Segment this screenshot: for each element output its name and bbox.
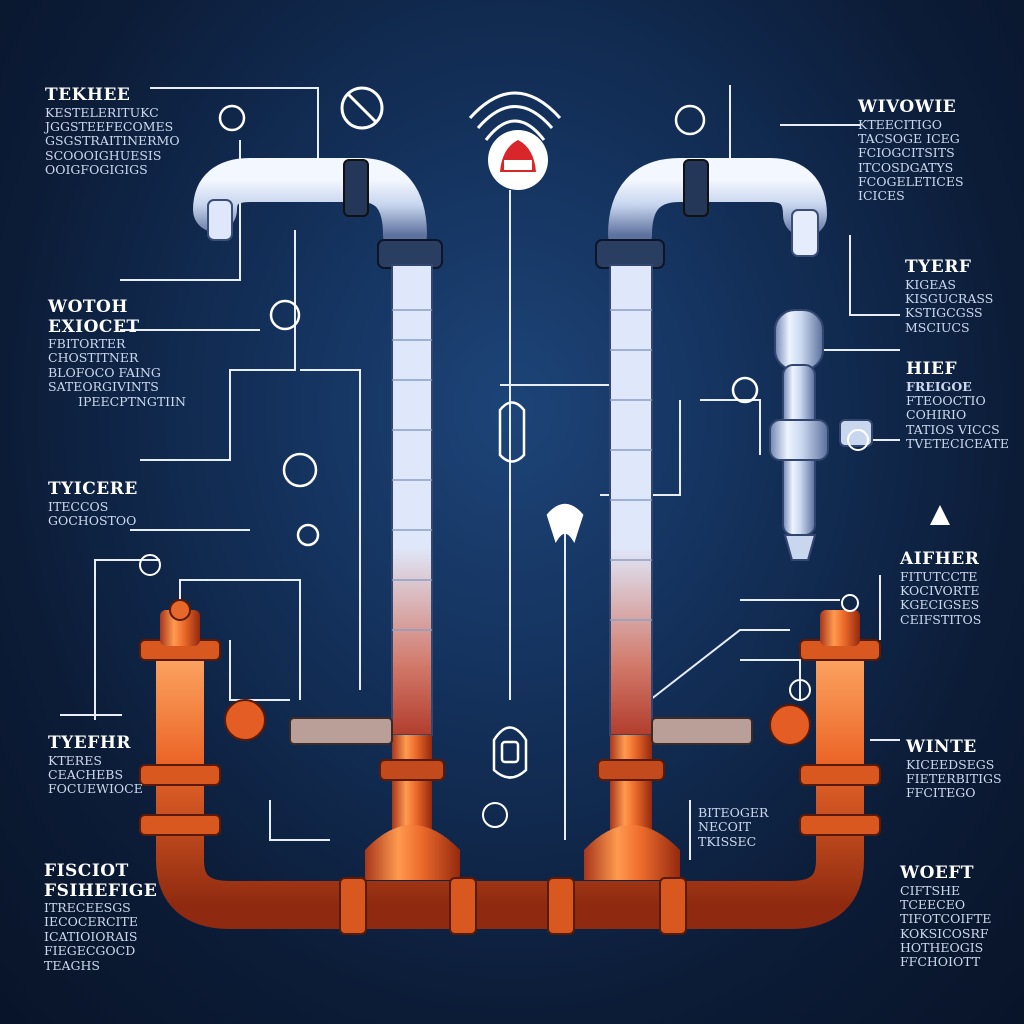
connector-lines (60, 85, 900, 860)
label-heading: FISCIOT (44, 861, 129, 881)
label-right-2: TYERF KIGEAS KISGUCRASS KSTIGCGSS MSCIUC… (905, 257, 1015, 335)
label-line: CHOSTITNER (48, 350, 139, 366)
label-line: SCOOOIGHUESIS (45, 147, 162, 163)
label-line: FFCITEGO (906, 785, 976, 801)
label-left-5: FISCIOT FSIHEFIGE ITRECEESGS IECOCERCITE… (44, 861, 184, 973)
label-line: FCOGELETICES (858, 174, 964, 190)
label-heading: TEKHEE (45, 85, 131, 105)
label-line: FBITORTER (48, 336, 126, 352)
label-line: KTEECITIGO (858, 116, 942, 132)
label-heading: WINTE (906, 737, 977, 757)
label-line: FIETERBITIGS (906, 770, 1002, 786)
label-left-1: TEKHEE KESTELERITUKC JGGSTEEFECOMES GSGS… (45, 85, 215, 178)
label-line: KOKSICOSRF (900, 925, 989, 941)
label-line: TACSOGE ICEG (858, 130, 960, 146)
label-line: TCEECEO (900, 896, 966, 912)
gear-icon (218, 104, 759, 547)
label-line: FREIGOE (906, 378, 972, 394)
label-line: FSIHEFIGE (44, 880, 158, 901)
faucet-icon (498, 401, 584, 544)
label-line: SATEORGIVINTS (48, 379, 159, 395)
label-line: FOCUEWIOCE (48, 781, 143, 797)
label-line: FCIOGCITSITS (858, 145, 955, 161)
label-line: OOIGFOGIGIGS (45, 162, 148, 178)
label-line: KOCIVORTE (900, 582, 980, 598)
wifi-icon (468, 91, 562, 141)
label-heading: WOEFT (900, 863, 975, 883)
label-line: TEAGHS (44, 957, 100, 973)
label-line: ITECCOS (48, 498, 109, 514)
lock-icon (492, 726, 528, 779)
label-right-3: HIEF FREIGOE FTEOOCTIO COHIRIO TATIOS VI… (906, 359, 1018, 452)
label-heading: BITEOGER (698, 805, 769, 820)
label-heading: TYEFHR (48, 733, 132, 753)
label-line: GSGSTRAITINERMO (45, 133, 180, 149)
label-heading: TYERF (905, 257, 972, 277)
label-line: TATIOS VICCS (906, 421, 1000, 437)
label-right-7: WOEFT CIFTSHE TCEECEO TIFOTCOIFTE KOKSIC… (900, 863, 1018, 970)
label-line: NECOIT (698, 819, 752, 835)
label-left-4: TYEFHR KTERES CEACHEBS FOCUEWIOCE (48, 733, 178, 797)
right-silver-pipe (595, 158, 873, 736)
label-line: ICICES (858, 188, 905, 204)
label-line: KTERES (48, 752, 102, 768)
label-line: ITCOSDGATYS (858, 159, 954, 175)
valve-handle-icon (488, 130, 548, 190)
label-right-5: WINTE KICEEDSEGS FIETERBITIGS FFCITEGO (906, 737, 1018, 801)
label-heading: WIVOWIE (858, 97, 957, 117)
label-line: GOCHOSTOO (48, 512, 137, 528)
small-valve-icons (139, 429, 869, 828)
drop-icon (930, 505, 950, 525)
label-line: HOTHEOGIS (900, 940, 984, 956)
label-right-4: AIFHER FITUTCCTE KOCIVORTE KGECIGSES CEI… (900, 549, 1018, 627)
label-right-6: BITEOGER NECOIT TKISSEC (698, 805, 808, 849)
label-line: ITRECEESGS (44, 900, 131, 916)
gauge-icon (340, 86, 384, 130)
left-silver-pipe (193, 158, 443, 736)
label-line: TKISSEC (698, 833, 757, 849)
label-line: BLOFOCO FAING (48, 364, 161, 380)
label-line: KSTIGCGSS (905, 305, 983, 321)
label-heading: TYICERE (48, 479, 138, 499)
label-line: MSCIUCS (905, 319, 970, 335)
label-line: FITUTCCTE (900, 568, 978, 584)
label-line: FIEGECGOCD (44, 943, 136, 959)
label-line: ICATIOIORAIS (44, 928, 138, 944)
label-line: KISGUCRASS (905, 290, 994, 306)
label-line: COHIRIO (906, 407, 967, 423)
label-line: IECOCERCITE (44, 914, 138, 930)
label-line: CEACHEBS (48, 766, 124, 782)
label-line: KICEEDSEGS (906, 756, 995, 772)
label-line: FFCHOIOTT (900, 954, 981, 970)
label-line: CIFTSHE (900, 882, 961, 898)
label-line: KIGEAS (905, 276, 956, 292)
label-line: JGGSTEEFECOMES (45, 118, 174, 134)
label-heading: WOTOH (48, 297, 128, 317)
label-line: IPEECPTNGTIIN (78, 393, 186, 409)
label-line: KESTELERITUKC (45, 104, 159, 120)
label-left-3: TYICERE ITECCOS GOCHOSTOO (48, 479, 198, 528)
label-line: EXIOCET (48, 316, 140, 337)
label-line: TIFOTCOIFTE (900, 911, 992, 927)
label-heading: HIEF (906, 359, 958, 379)
label-line: KGECIGSES (900, 597, 980, 613)
orange-u-pipe (139, 599, 881, 935)
label-line: CEIFSTITOS (900, 611, 982, 627)
label-right-1: WIVOWIE KTEECITIGO TACSOGE ICEG FCIOGCIT… (858, 97, 1008, 204)
label-heading: AIFHER (900, 549, 980, 569)
label-left-2: WOTOH EXIOCET FBITORTER CHOSTITNER BLOFO… (48, 297, 223, 409)
label-line: TVETECICEATE (906, 436, 1009, 452)
label-line: FTEOOCTIO (906, 392, 986, 408)
